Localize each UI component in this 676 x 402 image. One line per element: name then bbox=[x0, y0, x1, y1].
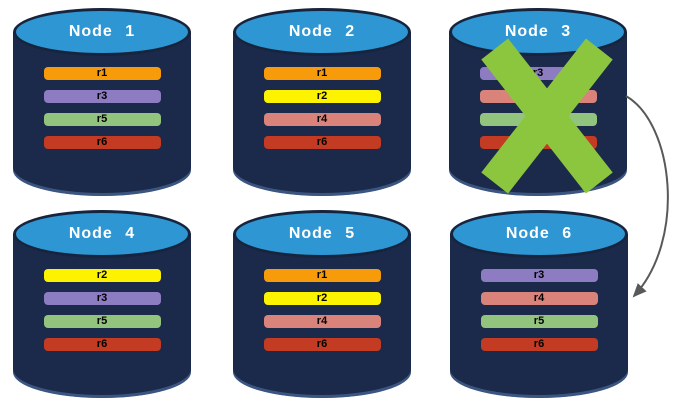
replica-bar: r2 bbox=[43, 269, 161, 282]
replica-bar: r4 bbox=[263, 113, 381, 126]
replica-label: r3 bbox=[533, 269, 545, 281]
replica-label: r4 bbox=[316, 113, 328, 125]
cylinder-top: Node 1 bbox=[13, 8, 191, 56]
replica-bar: r6 bbox=[480, 338, 598, 351]
replica-label: r5 bbox=[96, 315, 108, 327]
node-title: Node 1 bbox=[68, 23, 136, 40]
arrow-path bbox=[625, 95, 669, 298]
replica-bar bbox=[479, 136, 597, 149]
replica-bar: r3 bbox=[43, 292, 161, 305]
node-title: Node 4 bbox=[68, 225, 136, 242]
cylinder-top: Node 5 bbox=[233, 210, 411, 258]
replica-label: r1 bbox=[316, 67, 328, 79]
replica-label: r6 bbox=[533, 338, 545, 350]
replica-bar: r5 bbox=[43, 113, 161, 126]
replica-label: r6 bbox=[316, 338, 328, 350]
node-title: Node 5 bbox=[288, 225, 356, 242]
replica-bar: r5 bbox=[480, 315, 598, 328]
node-3: Node 3 r3 bbox=[449, 8, 627, 196]
replica-label: r3 bbox=[532, 67, 544, 79]
replica-bar: r1 bbox=[263, 269, 381, 282]
replica-list: r1 r3 r5 r6 bbox=[13, 67, 191, 159]
node-title: Node 3 bbox=[504, 23, 572, 40]
replica-bar: r2 bbox=[263, 90, 381, 103]
replica-bar: r6 bbox=[43, 136, 161, 149]
replica-bar: r1 bbox=[263, 67, 381, 80]
cylinder-top: Node 2 bbox=[233, 8, 411, 56]
replica-list: r1 r2 r4 r6 bbox=[233, 67, 411, 159]
replica-label: r3 bbox=[96, 292, 108, 304]
replica-label: r2 bbox=[316, 292, 328, 304]
replica-bar: r6 bbox=[43, 338, 161, 351]
replica-list: r2 r3 r5 r6 bbox=[13, 269, 191, 361]
replica-bar: r6 bbox=[263, 338, 381, 351]
replica-list: r1 r2 r4 r6 bbox=[233, 269, 411, 361]
node-4: Node 4 r2 r3 r5 r6 bbox=[13, 210, 191, 398]
node-2: Node 2 r1 r2 r4 r6 bbox=[233, 8, 411, 196]
node-title: Node 6 bbox=[505, 225, 573, 242]
cylinder-top: Node 6 bbox=[450, 210, 628, 258]
replica-label: r4 bbox=[316, 315, 328, 327]
replica-bar: r2 bbox=[263, 292, 381, 305]
replica-list: r3 bbox=[449, 67, 627, 159]
replica-bar: r3 bbox=[43, 90, 161, 103]
cylinder-top: Node 3 bbox=[449, 8, 627, 56]
replica-label: r5 bbox=[96, 113, 108, 125]
replica-bar: r1 bbox=[43, 67, 161, 80]
replica-label: r6 bbox=[316, 136, 328, 148]
node-title: Node 2 bbox=[288, 23, 356, 40]
replica-label: r2 bbox=[316, 90, 328, 102]
replica-bar bbox=[479, 113, 597, 126]
replica-bar: r3 bbox=[480, 269, 598, 282]
replica-list: r3 r4 r5 r6 bbox=[450, 269, 628, 361]
replica-label: r4 bbox=[533, 292, 545, 304]
cylinder-top: Node 4 bbox=[13, 210, 191, 258]
replica-label: r1 bbox=[96, 67, 108, 79]
node-6: Node 6 r3 r4 r5 r6 bbox=[450, 210, 628, 398]
replica-bar bbox=[479, 90, 597, 103]
replica-bar: r6 bbox=[263, 136, 381, 149]
replica-label: r6 bbox=[96, 136, 108, 148]
replica-label: r1 bbox=[316, 269, 328, 281]
replica-label: r2 bbox=[96, 269, 108, 281]
node-1: Node 1 r1 r3 r5 r6 bbox=[13, 8, 191, 196]
replica-bar: r4 bbox=[263, 315, 381, 328]
replica-label: r6 bbox=[96, 338, 108, 350]
replica-bar: r5 bbox=[43, 315, 161, 328]
replica-label: r3 bbox=[96, 90, 108, 102]
replica-label: r5 bbox=[533, 315, 545, 327]
replica-bar: r3 bbox=[479, 67, 597, 80]
replica-bar: r4 bbox=[480, 292, 598, 305]
node-5: Node 5 r1 r2 r4 r6 bbox=[233, 210, 411, 398]
